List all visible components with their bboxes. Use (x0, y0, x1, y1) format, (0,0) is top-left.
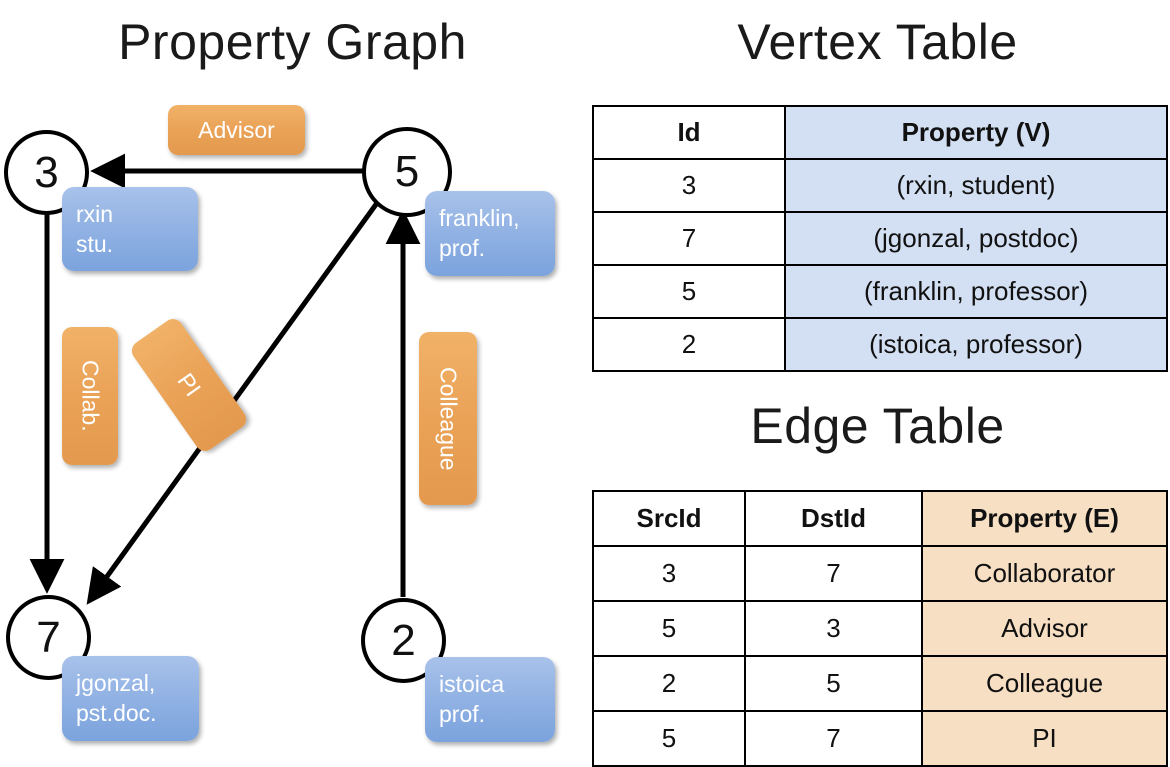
edge-row-0-dst: 7 (744, 545, 923, 602)
vertex-row-2-property: (franklin, professor) (784, 264, 1168, 319)
vertex-property-box-3-line1: rxin (76, 201, 114, 227)
vertex-property-box-5[interactable]: franklin, prof. (425, 191, 555, 276)
edge-row-2-src: 2 (592, 655, 746, 712)
edge-table-title: Edge Table (750, 398, 1005, 454)
graph-node-5-id: 5 (394, 147, 420, 196)
vertex-property-box-5-line2: prof. (439, 235, 486, 261)
table-row[interactable]: 2 (istoica, professor) (592, 317, 1168, 372)
vertex-table-header-property: Property (V) (784, 105, 1168, 160)
edge-row-1-dst: 3 (744, 600, 923, 657)
property-graph-title: Property Graph (118, 14, 467, 70)
edge-row-3-src: 5 (592, 710, 746, 767)
vertex-row-3-id: 2 (592, 317, 786, 372)
vertex-table-header-id: Id (592, 105, 786, 160)
graph-node-7-id: 7 (36, 612, 61, 662)
edge-table-header-row: SrcId DstId Property (E) (592, 490, 1168, 547)
vertex-table-title: Vertex Table (737, 14, 1018, 70)
edge-row-3-dst: 7 (744, 710, 923, 767)
table-row[interactable]: 5 (franklin, professor) (592, 264, 1168, 319)
table-row[interactable]: 5 3 Advisor (592, 600, 1168, 657)
vertex-property-box-2-line2: prof. (439, 701, 486, 727)
vertex-row-1-property: (jgonzal, postdoc) (784, 211, 1168, 266)
edge-row-1-property: Advisor (921, 600, 1168, 657)
edge-label-colleague-text: Colleague (435, 366, 462, 471)
table-row[interactable]: 3 (rxin, student) (592, 158, 1168, 213)
edge-label-pi-text: PI (172, 368, 207, 402)
edge-label-advisor[interactable]: Advisor (168, 105, 305, 155)
graph-node-3-id: 3 (34, 147, 59, 197)
vertex-property-box-2[interactable]: istoica prof. (425, 657, 555, 742)
edge-row-0-src: 3 (592, 545, 746, 602)
graph-node-5[interactable]: 5 (362, 127, 452, 217)
vertex-property-box-2-line1: istoica (439, 671, 505, 697)
vertex-row-1-id: 7 (592, 211, 786, 266)
edge-label-colleague[interactable]: Colleague (419, 332, 477, 505)
vertex-property-box-7-line1: jgonzal, (76, 670, 156, 696)
edge-label-collab-text: Collab. (77, 360, 104, 432)
edge-label-collab[interactable]: Collab. (62, 327, 118, 465)
edge-row-1-src: 5 (592, 600, 746, 657)
vertex-property-box-7-line2: pst.doc. (76, 700, 157, 726)
vertex-property-box-3-line2: stu. (76, 231, 114, 257)
vertex-property-box-5-line1: franklin, (439, 205, 520, 231)
edge-row-0-property: Collaborator (921, 545, 1168, 602)
vertex-row-0-property: (rxin, student) (784, 158, 1168, 213)
edge-row-2-property: Colleague (921, 655, 1168, 712)
edge-table-header-dstid: DstId (744, 490, 923, 547)
table-row[interactable]: 3 7 Collaborator (592, 545, 1168, 602)
vertex-row-2-id: 5 (592, 264, 786, 319)
table-row[interactable]: 7 (jgonzal, postdoc) (592, 211, 1168, 266)
vertex-table-header-row: Id Property (V) (592, 105, 1168, 160)
vertex-row-3-property: (istoica, professor) (784, 317, 1168, 372)
table-row[interactable]: 2 5 Colleague (592, 655, 1168, 712)
vertex-table: Id Property (V) 3 (rxin, student) 7 (jgo… (592, 105, 1168, 372)
graph-node-2-id: 2 (391, 615, 416, 665)
edge-row-2-dst: 5 (744, 655, 923, 712)
edge-label-advisor-text: Advisor (198, 116, 275, 143)
table-row[interactable]: 5 7 PI (592, 710, 1168, 767)
vertex-property-box-7[interactable]: jgonzal, pst.doc. (62, 656, 199, 741)
edge-table: SrcId DstId Property (E) 3 7 Collaborato… (592, 490, 1168, 767)
graph-node-2[interactable]: 2 (361, 598, 446, 683)
vertex-row-0-id: 3 (592, 158, 786, 213)
edge-table-header-property: Property (E) (921, 490, 1168, 547)
edge-table-header-srcid: SrcId (592, 490, 746, 547)
edge-row-3-property: PI (921, 710, 1168, 767)
vertex-property-box-3[interactable]: rxin stu. (62, 187, 198, 271)
